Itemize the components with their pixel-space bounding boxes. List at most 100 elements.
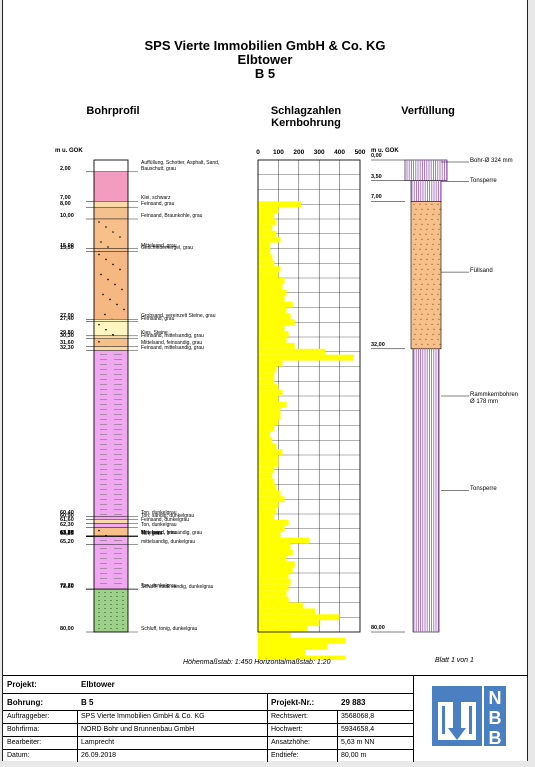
fill-dot (432, 333, 434, 335)
blow-tick-label: 500 (355, 149, 366, 156)
fill-dot (433, 268, 435, 270)
fill-dot (433, 223, 435, 225)
blow-bar (258, 508, 277, 514)
sand-dot (100, 241, 102, 243)
fill-dot (413, 248, 415, 250)
blow-bar (258, 596, 289, 603)
fill-dot (438, 303, 440, 305)
blow-bar (258, 407, 281, 414)
blow-bar (258, 502, 279, 509)
sand-dot (105, 328, 107, 331)
sand-dot (109, 298, 111, 301)
row-auftrag: Auftraggeber: SPS Vierte Immobilien GmbH… (3, 711, 413, 724)
blow-bar (258, 590, 287, 597)
datum-label: Datum: (7, 752, 30, 759)
fill-dot (413, 323, 415, 325)
fill-dot (437, 203, 439, 205)
company-logo: N B B (413, 675, 528, 762)
layer-depth-label: 63,75 (60, 530, 74, 537)
fill-dot (421, 238, 423, 240)
blow-bar (258, 301, 293, 308)
fill-dot (415, 343, 417, 345)
fill-dot (426, 243, 428, 245)
fill-dot (420, 288, 422, 290)
blow-bar (258, 620, 320, 627)
sand-dot (112, 263, 114, 266)
blow-bar (258, 224, 273, 231)
fill-label: Rammkernbohren Ø 178 mm (470, 392, 519, 405)
fill-dot (414, 303, 416, 305)
fill-dot (419, 278, 421, 280)
fill-dot (432, 258, 434, 260)
fill-dot (421, 223, 423, 225)
sand-dot (116, 303, 118, 306)
fill-dot (414, 273, 416, 275)
blow-bar (258, 519, 289, 526)
fill-dot (433, 298, 435, 300)
fill-dot (427, 238, 429, 240)
fill-dot (415, 328, 417, 330)
row-bohrung: Bohrung: B 5 Projekt-Nr.: 29 883 (3, 694, 413, 711)
layer-depth-label: 8,00 (60, 201, 71, 208)
fill-dot (419, 323, 421, 325)
fill-dot (438, 213, 440, 215)
blow-bar (258, 242, 271, 249)
fill-dot (438, 318, 440, 320)
project-title: Elbtower (237, 52, 293, 67)
profile-unit: m u. GOK (55, 148, 83, 154)
sand-dot (123, 308, 125, 311)
fill-dot (420, 243, 422, 245)
fill-dot (427, 253, 429, 255)
blow-bar (258, 549, 293, 556)
blow-bar (258, 230, 277, 237)
blow-bar (258, 443, 277, 450)
blow-bar (258, 632, 291, 638)
blow-bar (258, 342, 295, 349)
blow-bar (258, 201, 301, 208)
fill-dot (420, 258, 422, 260)
blow-bar (258, 531, 281, 538)
layer-description: Ton, grau (141, 530, 162, 537)
fill-dot (427, 298, 429, 300)
projekt-value: Elbtower (81, 680, 115, 689)
projektnr-label: Projekt-Nr.: (271, 698, 315, 707)
company-title: SPS Vierte Immobilien GmbH & Co. KG (144, 38, 386, 53)
fill-dot (414, 243, 416, 245)
fill-dot (433, 238, 435, 240)
blow-bar (258, 401, 287, 408)
fill-depth-label: 7,00 (371, 194, 382, 201)
fill-dot (425, 263, 427, 265)
fill-dot (438, 273, 440, 275)
layer-description: Feinsand, grau (141, 201, 175, 208)
fill-label: Tonsperre (470, 177, 497, 184)
layer-depth-label: 60,40 (60, 510, 74, 517)
fill-dot (439, 343, 441, 345)
blow-tick-label: 100 (273, 149, 284, 156)
boring-title: B 5 (254, 66, 276, 81)
blow-bar (258, 283, 283, 290)
fill-dot (425, 293, 427, 295)
fill-dot (415, 253, 417, 255)
fill-dot (414, 333, 416, 335)
sand-dot (98, 529, 100, 532)
layer-description: Grobsand, vereinzelt Steine, grau (141, 313, 216, 320)
fill-dot (432, 273, 434, 275)
fill-dot (437, 263, 439, 265)
blow-bar (258, 413, 281, 420)
fill-dot (419, 293, 421, 295)
fill-dot (420, 228, 422, 230)
blow-bar (258, 319, 295, 326)
fill-dot (427, 223, 429, 225)
logo-letter-n: N (489, 688, 502, 708)
fill-dot (413, 308, 415, 310)
blow-bar (258, 614, 340, 621)
rechts-value: 3568068,8 (341, 713, 375, 720)
fill-dot (437, 248, 439, 250)
hoch-label: Hochwert: (271, 726, 303, 733)
blow-bar (258, 278, 285, 284)
layer-description: Klei, schwarz (141, 195, 171, 202)
blow-bar (258, 573, 289, 579)
fill-dot (420, 333, 422, 335)
layer-description: Ton, sandig, dunkelgrau (141, 513, 195, 520)
fill-dot (433, 343, 435, 345)
